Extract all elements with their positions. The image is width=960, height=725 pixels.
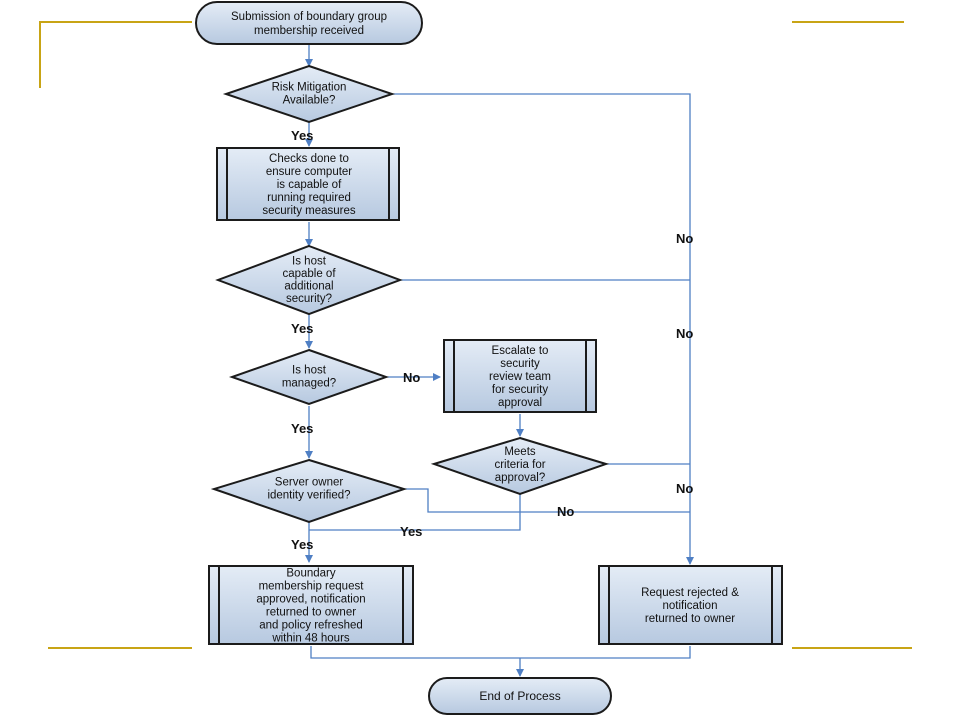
edge-label-yes-managed: Yes (291, 421, 313, 436)
label-line: membership received (254, 25, 364, 37)
label-line: running required (267, 192, 351, 204)
edge-label-no-managed: No (403, 370, 420, 385)
label-line: notification (663, 600, 718, 612)
label-line: Is host (292, 365, 327, 377)
label-line: managed? (282, 378, 336, 390)
edge-labels: Yes Yes Yes Yes Yes No No No No No (291, 128, 693, 552)
label-line: identity verified? (267, 490, 350, 502)
label-line: for security (492, 384, 548, 396)
label-line: security? (286, 293, 332, 305)
edge-label-yes-owner: Yes (291, 537, 313, 552)
label-line: security (500, 358, 540, 370)
label-line: review team (489, 371, 551, 383)
edge-label-yes-risk: Yes (291, 128, 313, 143)
label-line: Checks done to (269, 153, 349, 165)
edge-label-yes-criteria: Yes (400, 524, 422, 539)
label-line: ensure computer (266, 166, 352, 178)
label-line: approval (498, 397, 542, 409)
label-line: Boundary (286, 568, 335, 580)
label-line: is capable of (277, 179, 342, 191)
label-line: criteria for (494, 459, 545, 471)
label-line: Server owner (275, 477, 344, 489)
label-line: membership request (259, 581, 365, 593)
label-line: returned to owner (266, 607, 356, 619)
connectors (305, 44, 694, 677)
label-line: Escalate to (492, 345, 549, 357)
label-line: Available? (283, 95, 336, 107)
edge-label-no-capable: No (676, 326, 693, 341)
label-line: and policy refreshed (259, 620, 363, 632)
edge-label-yes-capable: Yes (291, 321, 313, 336)
label-line: Submission of boundary group (231, 11, 387, 23)
end-node: End of Process (428, 677, 612, 715)
start-node: Submission of boundary group membership r… (195, 1, 423, 45)
label-line: Is host (292, 255, 327, 267)
label-line: Meets (504, 446, 536, 458)
label-line: security measures (262, 205, 356, 217)
end-node-label: End of Process (479, 689, 560, 703)
label-line: approval? (495, 472, 546, 484)
label-line: approved, notification (256, 594, 365, 606)
label-line: Risk Mitigation (272, 82, 347, 94)
edge-label-no-criteria: No (676, 481, 693, 496)
label-line: capable of (282, 268, 336, 280)
edge-label-no-risk: No (676, 231, 693, 246)
slide-accent-rules (39, 21, 912, 649)
label-line: within 48 hours (271, 633, 350, 645)
start-node-label: Submission of boundary group membership r… (231, 11, 387, 37)
label-line: Request rejected & (641, 587, 739, 599)
label-line: returned to owner (645, 613, 735, 625)
edge-label-no-owner: No (557, 504, 574, 519)
label-line: additional (284, 280, 333, 292)
